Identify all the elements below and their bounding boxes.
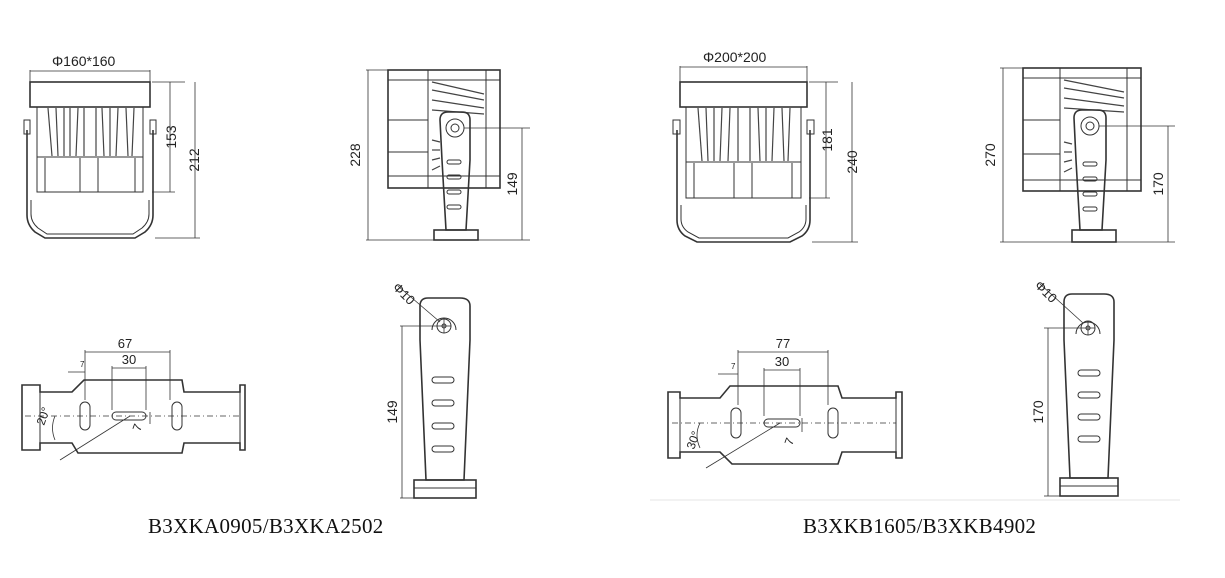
model-a-side-view: 228 149 [347, 69, 530, 241]
model-a-front-view: Φ160*160 153 [23, 53, 202, 239]
model-b-front-body-height: 181 [819, 128, 835, 152]
model-b-bottom-span-outer: 77 [776, 336, 790, 351]
model-a-bottom-span-outer: 67 [118, 336, 132, 351]
model-a-bottom-view: 67 30 7 7 20° [21, 336, 246, 461]
model-b-side-total-height: 270 [982, 143, 998, 167]
model-b-caption: B3XKB1605/B3XKB4902 [803, 514, 1037, 538]
model-b-front-total-height: 240 [844, 150, 860, 174]
model-a-front-body-height: 153 [163, 125, 179, 149]
model-a-bottom-slot-width: 7 [130, 422, 146, 433]
model-a-bracket-view: Φ10 149 [384, 280, 477, 499]
model-a-bottom-span-inner: 30 [122, 352, 136, 367]
model-a-drawings: Φ160*160 153 [21, 53, 530, 499]
model-b-front-width-label: Φ200*200 [703, 49, 767, 65]
model-b-bottom-small-dim: 7 [731, 362, 736, 371]
model-a-bottom-small-dim: 7 [80, 360, 85, 369]
model-b-front-view: Φ200*200 181 [672, 49, 860, 243]
model-a-side-total-height: 228 [347, 143, 363, 167]
model-b-bottom-angle: 30° [684, 429, 703, 451]
model-a-side-mount-height: 149 [504, 172, 520, 196]
model-a-bottom-angle: 20° [34, 405, 53, 427]
model-a-caption: B3XKA0905/B3XKA2502 [148, 514, 384, 538]
model-b-bracket-height: 170 [1030, 400, 1046, 424]
model-a-bracket-height: 149 [384, 400, 400, 424]
model-a-front-width-label: Φ160*160 [52, 53, 116, 69]
model-b-drawings: Φ200*200 181 [650, 49, 1180, 501]
model-b-side-view: 270 170 [982, 67, 1175, 243]
model-b-bottom-span-inner: 30 [775, 354, 789, 369]
model-b-bottom-view: 77 30 7 7 30° [667, 336, 903, 469]
model-b-bracket-hole-diameter: Φ10 [1032, 278, 1060, 306]
model-a-bracket-hole-diameter: Φ10 [390, 280, 418, 308]
model-b-bracket-view: Φ10 170 [1030, 278, 1119, 497]
model-b-side-mount-height: 170 [1150, 172, 1166, 196]
model-a-front-total-height: 212 [186, 148, 202, 172]
model-b-bottom-slot-width: 7 [782, 436, 798, 447]
